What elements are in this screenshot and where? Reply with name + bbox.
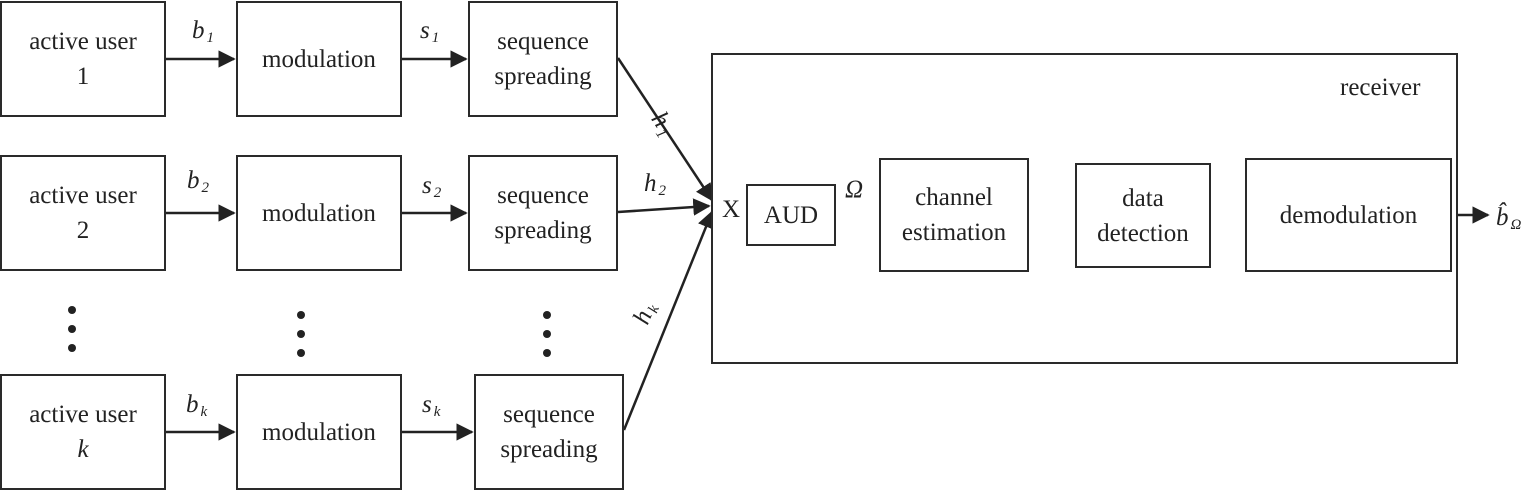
ellipsis-modulation	[297, 311, 307, 368]
active-user-1-box: active user 1	[0, 1, 166, 117]
active-user-1-index: 1	[76, 63, 90, 90]
modulation-1-box: modulation	[236, 1, 402, 117]
modulation-k-label: modulation	[262, 418, 376, 446]
data-detection-box: data detection	[1075, 163, 1211, 268]
active-user-2-box: active user 2	[0, 155, 166, 271]
channel-estimation-line2: estimation	[901, 219, 1007, 246]
spreading-k-line2: spreading	[500, 436, 598, 463]
data-detection-line2: detection	[1097, 219, 1189, 247]
channel-h1-line	[616, 57, 714, 202]
modulation-k-box: modulation	[236, 374, 402, 490]
spreading-2-line2: spreading	[494, 217, 592, 244]
aud-box: AUD	[746, 184, 836, 246]
receiver-title: receiver	[1340, 74, 1421, 101]
active-user-2-label: active user	[29, 182, 137, 209]
spreading-1-line2: spreading	[494, 63, 592, 90]
ellipsis-spreading	[543, 311, 553, 368]
active-user-k-label: active user	[29, 401, 137, 428]
channel-hk-line	[622, 210, 715, 431]
spreading-1-line1: sequence	[497, 28, 589, 55]
modulation-2-label: modulation	[262, 199, 376, 227]
active-user-k-index: k	[77, 436, 89, 463]
modulation-1-label: modulation	[262, 45, 376, 73]
demodulation-box: demodulation	[1245, 158, 1452, 272]
ellipsis-users	[68, 306, 78, 363]
channel-estimation-box: channel estimation	[879, 158, 1029, 272]
spreading-k-line1: sequence	[503, 401, 595, 428]
modulation-2-box: modulation	[236, 155, 402, 271]
data-detection-line1: data	[1122, 184, 1164, 212]
sequence-spreading-2-box: sequence spreading	[468, 155, 618, 271]
receiver-input-x-label: X	[722, 196, 741, 223]
sequence-spreading-1-box: sequence spreading	[468, 1, 618, 117]
active-user-2-index: 2	[76, 217, 90, 244]
sequence-spreading-k-box: sequence spreading	[474, 374, 624, 490]
active-user-1-label: active user	[29, 28, 137, 55]
aud-label: AUD	[763, 201, 819, 229]
omega-label: Ω	[845, 176, 864, 203]
active-user-k-box: active user k	[0, 374, 166, 490]
spreading-2-line1: sequence	[497, 182, 589, 209]
demodulation-label: demodulation	[1279, 201, 1418, 229]
output-b-hat-omega-label: b̂Ω	[1496, 204, 1522, 233]
channel-h2-line	[617, 198, 711, 216]
channel-estimation-line1: channel	[915, 184, 993, 211]
